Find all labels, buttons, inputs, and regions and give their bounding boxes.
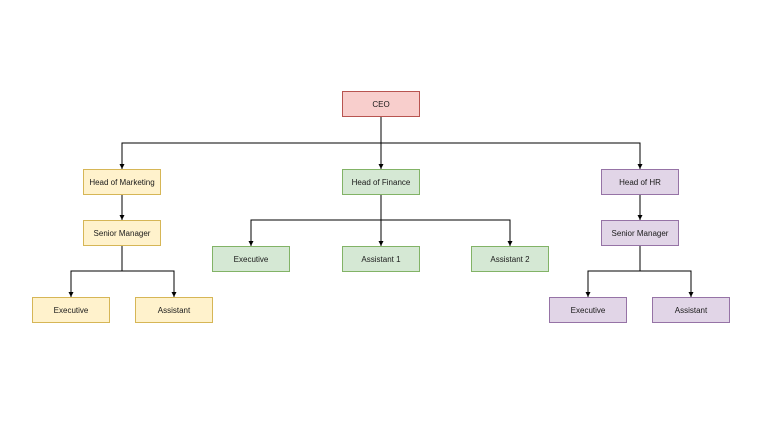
node-hr-senior-manager-label: Senior Manager [611, 228, 669, 238]
node-head-marketing[interactable]: Head of Marketing [83, 169, 161, 195]
node-head-marketing-label: Head of Marketing [89, 177, 155, 187]
node-ceo-label: CEO [372, 99, 390, 109]
edge-finance-assistant2 [381, 219, 513, 246]
node-finance-assistant-2-label: Assistant 2 [490, 254, 530, 264]
edge-ceo-hr [381, 142, 643, 169]
edge-ceo-marketing [119, 117, 382, 169]
node-head-finance-label: Head of Finance [351, 177, 411, 187]
node-marketing-executive[interactable]: Executive [32, 297, 110, 323]
node-finance-executive[interactable]: Executive [212, 246, 290, 272]
node-finance-assistant-1-label: Assistant 1 [361, 254, 401, 264]
node-ceo[interactable]: CEO [342, 91, 420, 117]
node-head-hr[interactable]: Head of HR [601, 169, 679, 195]
node-hr-assistant-label: Assistant [674, 305, 708, 315]
node-marketing-senior-manager-label: Senior Manager [93, 228, 151, 238]
edge-mktmanager-executive [68, 246, 123, 297]
node-marketing-assistant[interactable]: Assistant [135, 297, 213, 323]
node-head-finance[interactable]: Head of Finance [342, 169, 420, 195]
node-hr-assistant[interactable]: Assistant [652, 297, 730, 323]
edge-mktmanager-assistant [122, 270, 177, 297]
node-marketing-executive-label: Executive [53, 305, 89, 315]
edge-finance-executive [248, 195, 382, 246]
node-hr-executive[interactable]: Executive [549, 297, 627, 323]
edge-hrmanager-assistant [640, 270, 694, 297]
node-marketing-senior-manager[interactable]: Senior Manager [83, 220, 161, 246]
node-head-hr-label: Head of HR [619, 177, 661, 187]
node-hr-executive-label: Executive [570, 305, 606, 315]
edge-hrmanager-executive [585, 246, 641, 297]
node-finance-assistant-1[interactable]: Assistant 1 [342, 246, 420, 272]
node-finance-assistant-2[interactable]: Assistant 2 [471, 246, 549, 272]
node-hr-senior-manager[interactable]: Senior Manager [601, 220, 679, 246]
node-finance-executive-label: Executive [233, 254, 269, 264]
node-marketing-assistant-label: Assistant [157, 305, 191, 315]
